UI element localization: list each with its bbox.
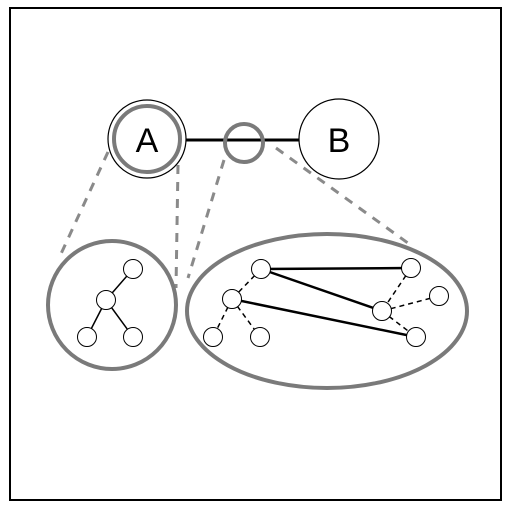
graph-nodes	[203, 258, 449, 347]
outer-border	[9, 7, 502, 501]
graph-node	[250, 327, 270, 347]
zoom-lines	[58, 146, 413, 289]
zoom-circle-a	[46, 239, 178, 371]
tree-node	[123, 259, 143, 279]
solid-edges	[231, 266, 417, 339]
graph-node	[372, 301, 392, 321]
node-b-label: B	[328, 122, 351, 160]
zoom-line-edge-right	[275, 146, 413, 248]
node-b: B	[298, 98, 380, 180]
solid-edge	[260, 266, 412, 271]
solid-edge	[260, 267, 383, 313]
graph-node	[429, 286, 449, 306]
graph-node	[406, 327, 426, 347]
node-a-inner-ring	[112, 104, 182, 174]
dashed-edge	[231, 268, 262, 300]
dashed-edge	[381, 310, 417, 338]
node-b-circle	[298, 98, 380, 180]
node-a: A	[107, 99, 187, 179]
graph-node	[222, 289, 242, 309]
dashed-edge	[212, 298, 233, 338]
edge-highlight-ring	[223, 122, 265, 164]
solid-edge	[231, 297, 417, 339]
zoom-ellipse-ring	[185, 232, 469, 390]
tree-node	[123, 327, 143, 347]
tree-node	[96, 290, 116, 310]
zoom-line-a-right	[174, 164, 180, 289]
tree-node	[77, 327, 97, 347]
zoom-ellipse-edge	[185, 232, 469, 390]
graph-node	[251, 259, 271, 279]
graph-node	[401, 258, 421, 278]
node-a-label: A	[136, 122, 159, 160]
zoom-line-edge-left	[186, 159, 226, 279]
tree-nodes	[77, 259, 143, 347]
graph-node	[203, 327, 223, 347]
zoom-line-a-left	[58, 151, 110, 257]
